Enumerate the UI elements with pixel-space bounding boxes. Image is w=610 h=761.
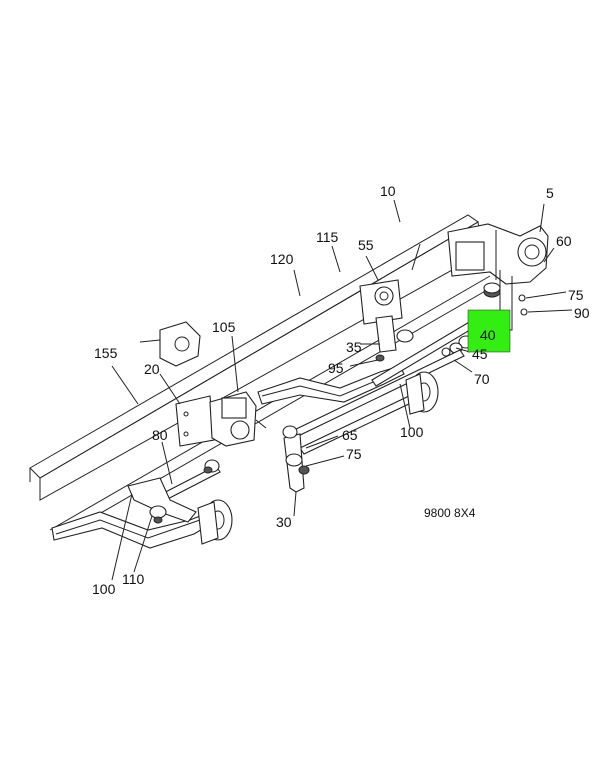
callout-105[interactable]: 105 — [212, 319, 236, 335]
callout-10[interactable]: 10 — [380, 183, 396, 199]
callout-20[interactable]: 20 — [144, 361, 160, 377]
callout-100-lower[interactable]: 100 — [92, 581, 116, 597]
spindle-lower — [197, 499, 233, 545]
callout-110[interactable]: 110 — [122, 571, 145, 587]
knuckle-background — [139, 321, 201, 367]
highlight-box — [467, 309, 511, 353]
callout-75-lower[interactable]: 75 — [346, 446, 362, 462]
frame-rail — [29, 214, 495, 541]
callout-5[interactable]: 5 — [546, 185, 554, 201]
steering-gear-upper — [447, 223, 549, 285]
callout-115[interactable]: 115 — [316, 229, 339, 245]
callout-30[interactable]: 30 — [276, 514, 292, 530]
callout-55[interactable]: 55 — [358, 237, 374, 253]
callout-155[interactable]: 155 — [94, 345, 118, 361]
callout-labels: 5 10 115 55 60 120 75 90 40 35 45 105 15… — [92, 183, 590, 597]
callout-80[interactable]: 80 — [152, 427, 168, 443]
steering-gear-105 — [209, 391, 267, 447]
callout-45[interactable]: 45 — [472, 346, 488, 362]
callout-75-upper[interactable]: 75 — [568, 287, 584, 303]
steering-arm-lower — [127, 477, 197, 524]
mounting-plate-20 — [175, 395, 215, 447]
callout-40[interactable]: 40 — [480, 327, 496, 343]
callout-120[interactable]: 120 — [270, 251, 294, 267]
callout-65[interactable]: 65 — [342, 427, 358, 443]
callout-35[interactable]: 35 — [346, 339, 362, 355]
relay-rod — [289, 349, 465, 455]
callout-95[interactable]: 95 — [328, 360, 344, 376]
front-axle-upper — [257, 365, 405, 405]
callout-60[interactable]: 60 — [556, 233, 572, 249]
callout-70[interactable]: 70 — [474, 371, 490, 387]
callout-90[interactable]: 90 — [574, 305, 590, 321]
callout-100-upper[interactable]: 100 — [400, 424, 424, 440]
spindle-upper — [405, 371, 439, 415]
pitman-arm-30 — [282, 425, 310, 493]
bracket-55 — [359, 279, 414, 362]
figure-caption: 9800 8X4 — [424, 506, 476, 520]
